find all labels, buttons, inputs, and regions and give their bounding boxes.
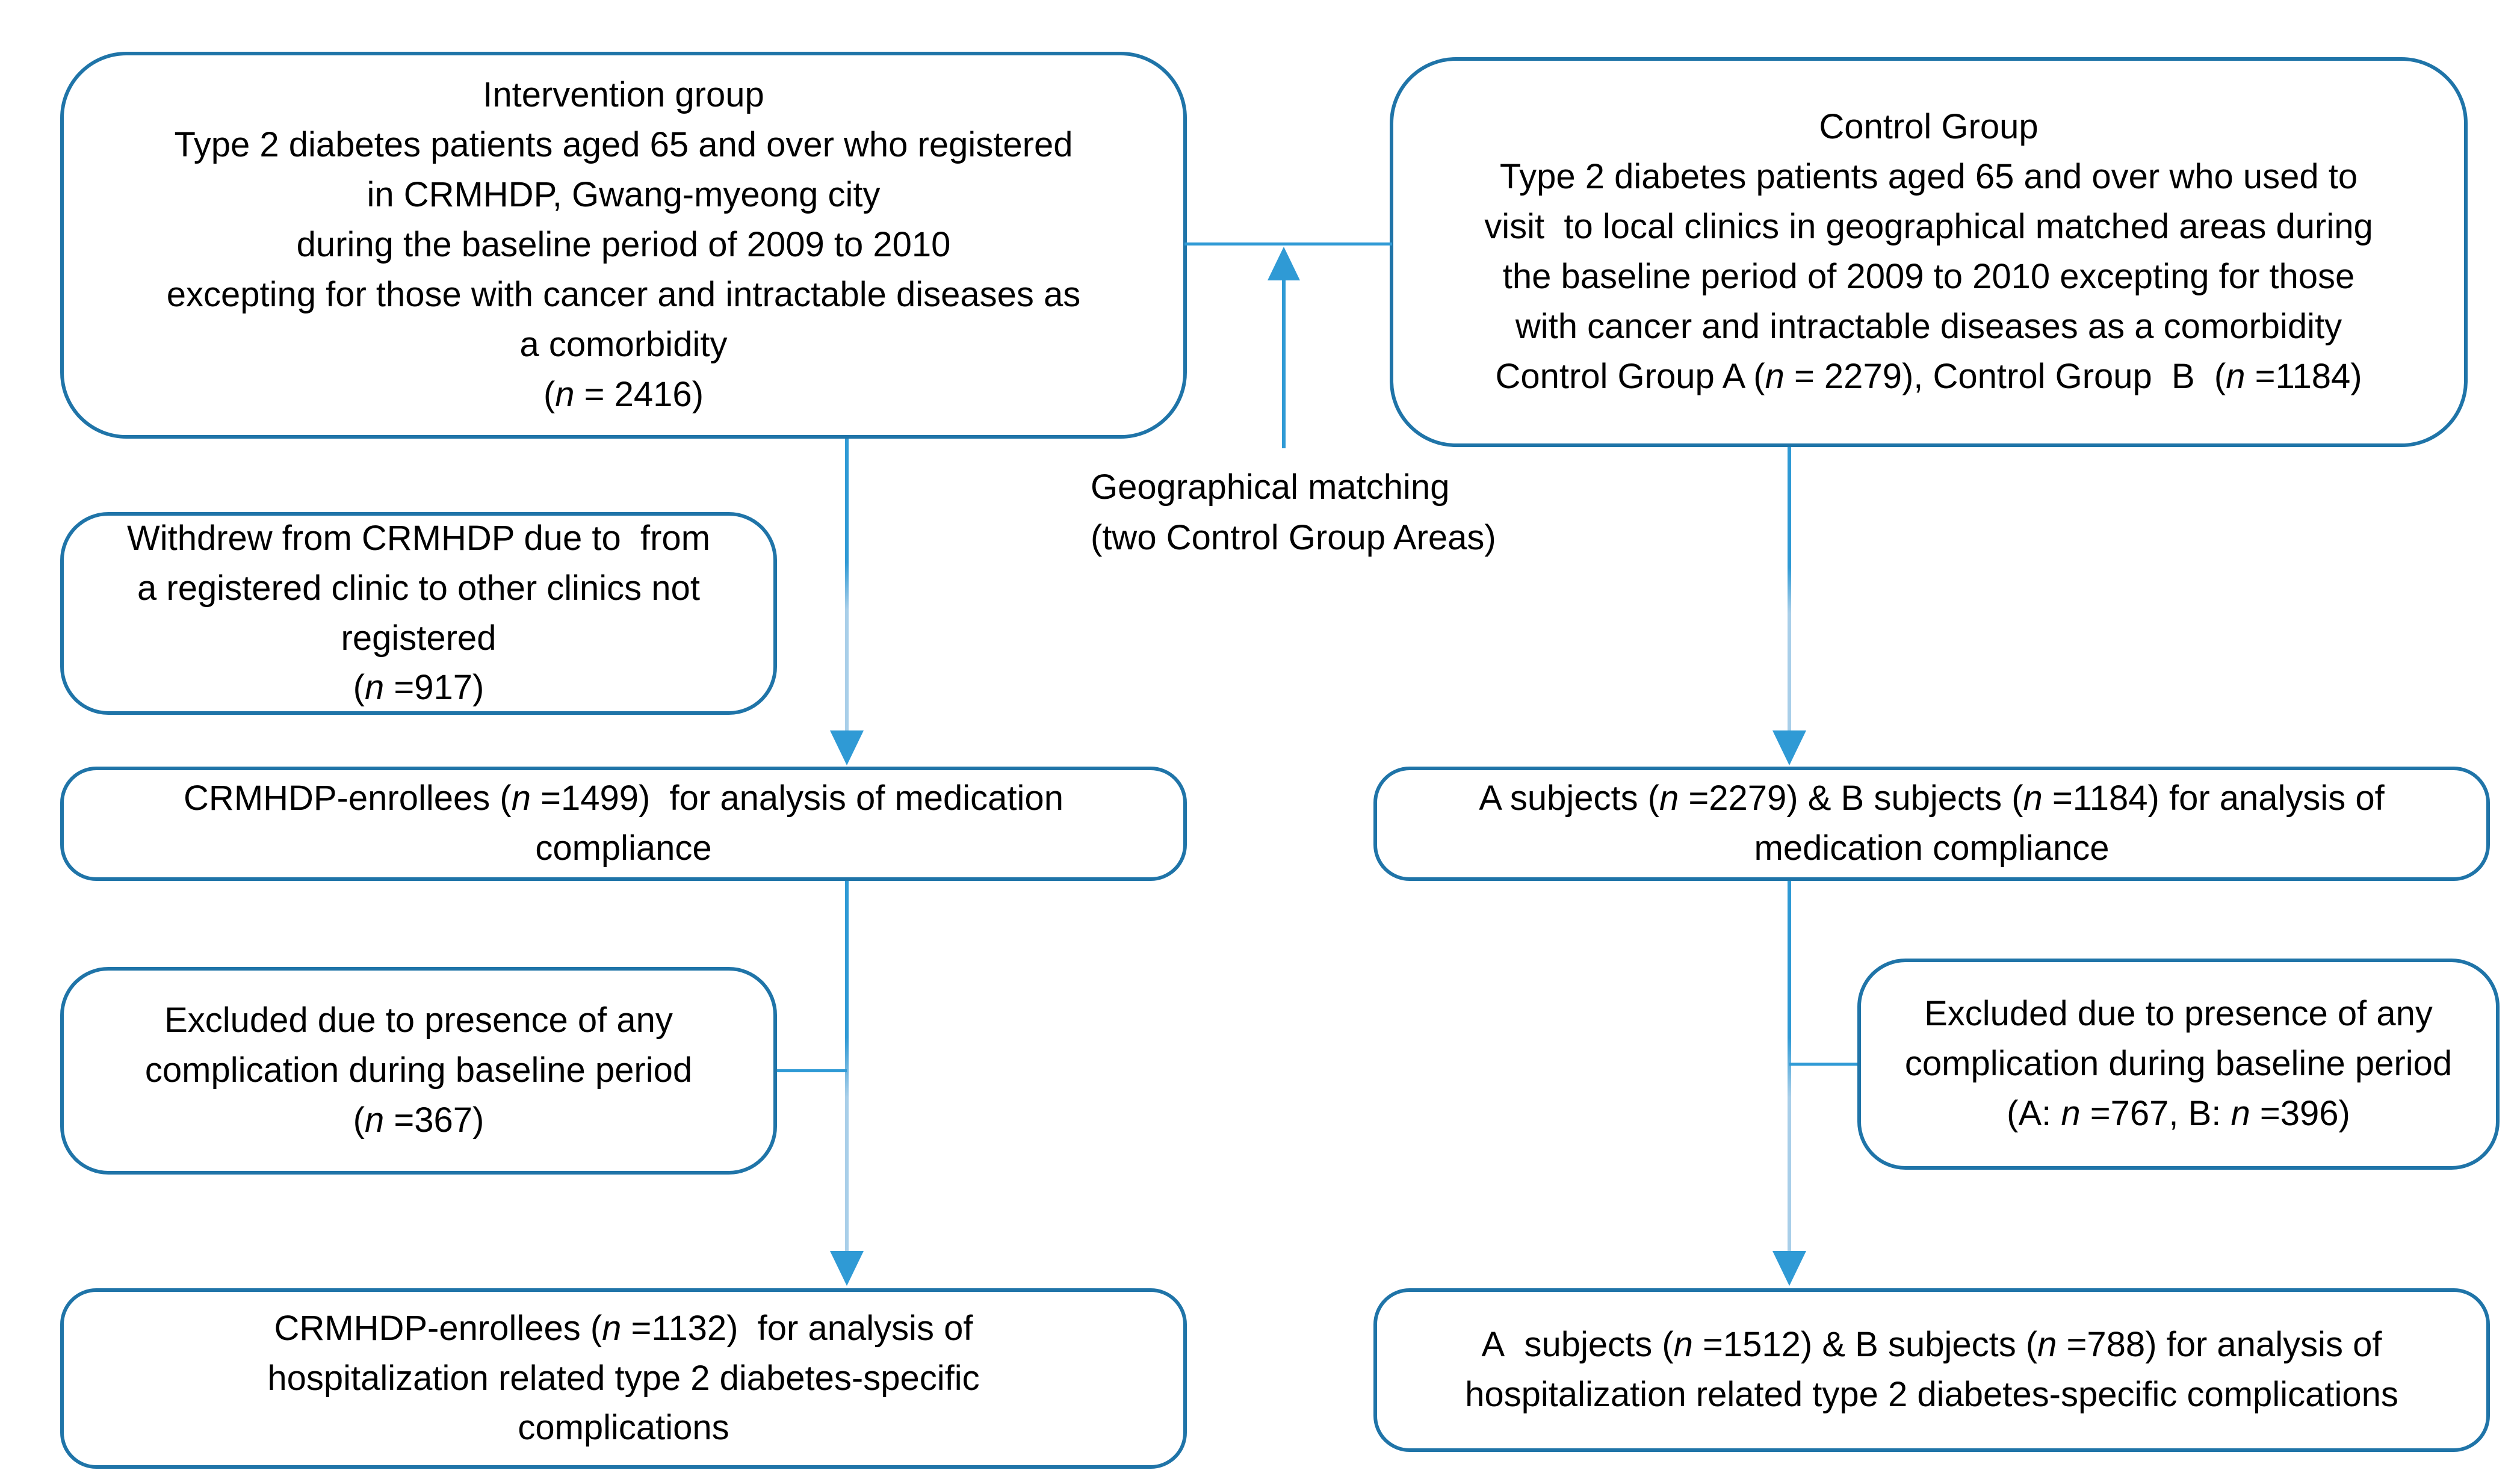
geographical-matching-arrow-shaft [1282,278,1286,448]
intervention-control-connector [1184,242,1392,245]
arrowhead-down-icon [830,1251,864,1286]
ab-subjects-medication-box: A subjects (n =2279) & B subjects (n =11… [1373,767,2490,881]
arrowhead-down-icon [1772,1251,1806,1286]
enrollees-medication-box: CRMHDP-enrollees (n =1499) for analysis … [60,767,1187,881]
enrollees-hospitalization-box: CRMHDP-enrollees (n =1132) for analysis … [60,1288,1187,1469]
enrollees-hospitalization-text: CRMHDP-enrollees (n =1132) for analysis … [267,1308,980,1448]
arrowhead-down-icon [830,730,864,765]
arrow-ab-to-hospitalization-shaft [1788,881,1791,1254]
arrow-enrollees-to-hospitalization-shaft [845,881,849,1254]
enrollees-medication-text: CRMHDP-enrollees (n =1499) for analysis … [184,779,1063,868]
ab-subjects-hospitalization-text: A subjects (n =1512) & B subjects (n =78… [1465,1325,2398,1414]
arrow-control-to-ab-subjects-shaft [1788,447,1791,733]
excluded-right-connector [1789,1063,1857,1066]
arrowhead-up-icon [1268,247,1300,280]
geographical-matching-label: Geographical matching(two Control Group … [1091,468,1496,558]
arrowhead-down-icon [1772,730,1806,765]
excluded-left-connector [777,1069,847,1072]
ab-subjects-medication-text: A subjects (n =2279) & B subjects (n =11… [1479,779,2385,868]
arrow-intervention-to-enrollees-shaft [845,439,849,733]
ab-subjects-hospitalization-box: A subjects (n =1512) & B subjects (n =78… [1373,1288,2490,1452]
